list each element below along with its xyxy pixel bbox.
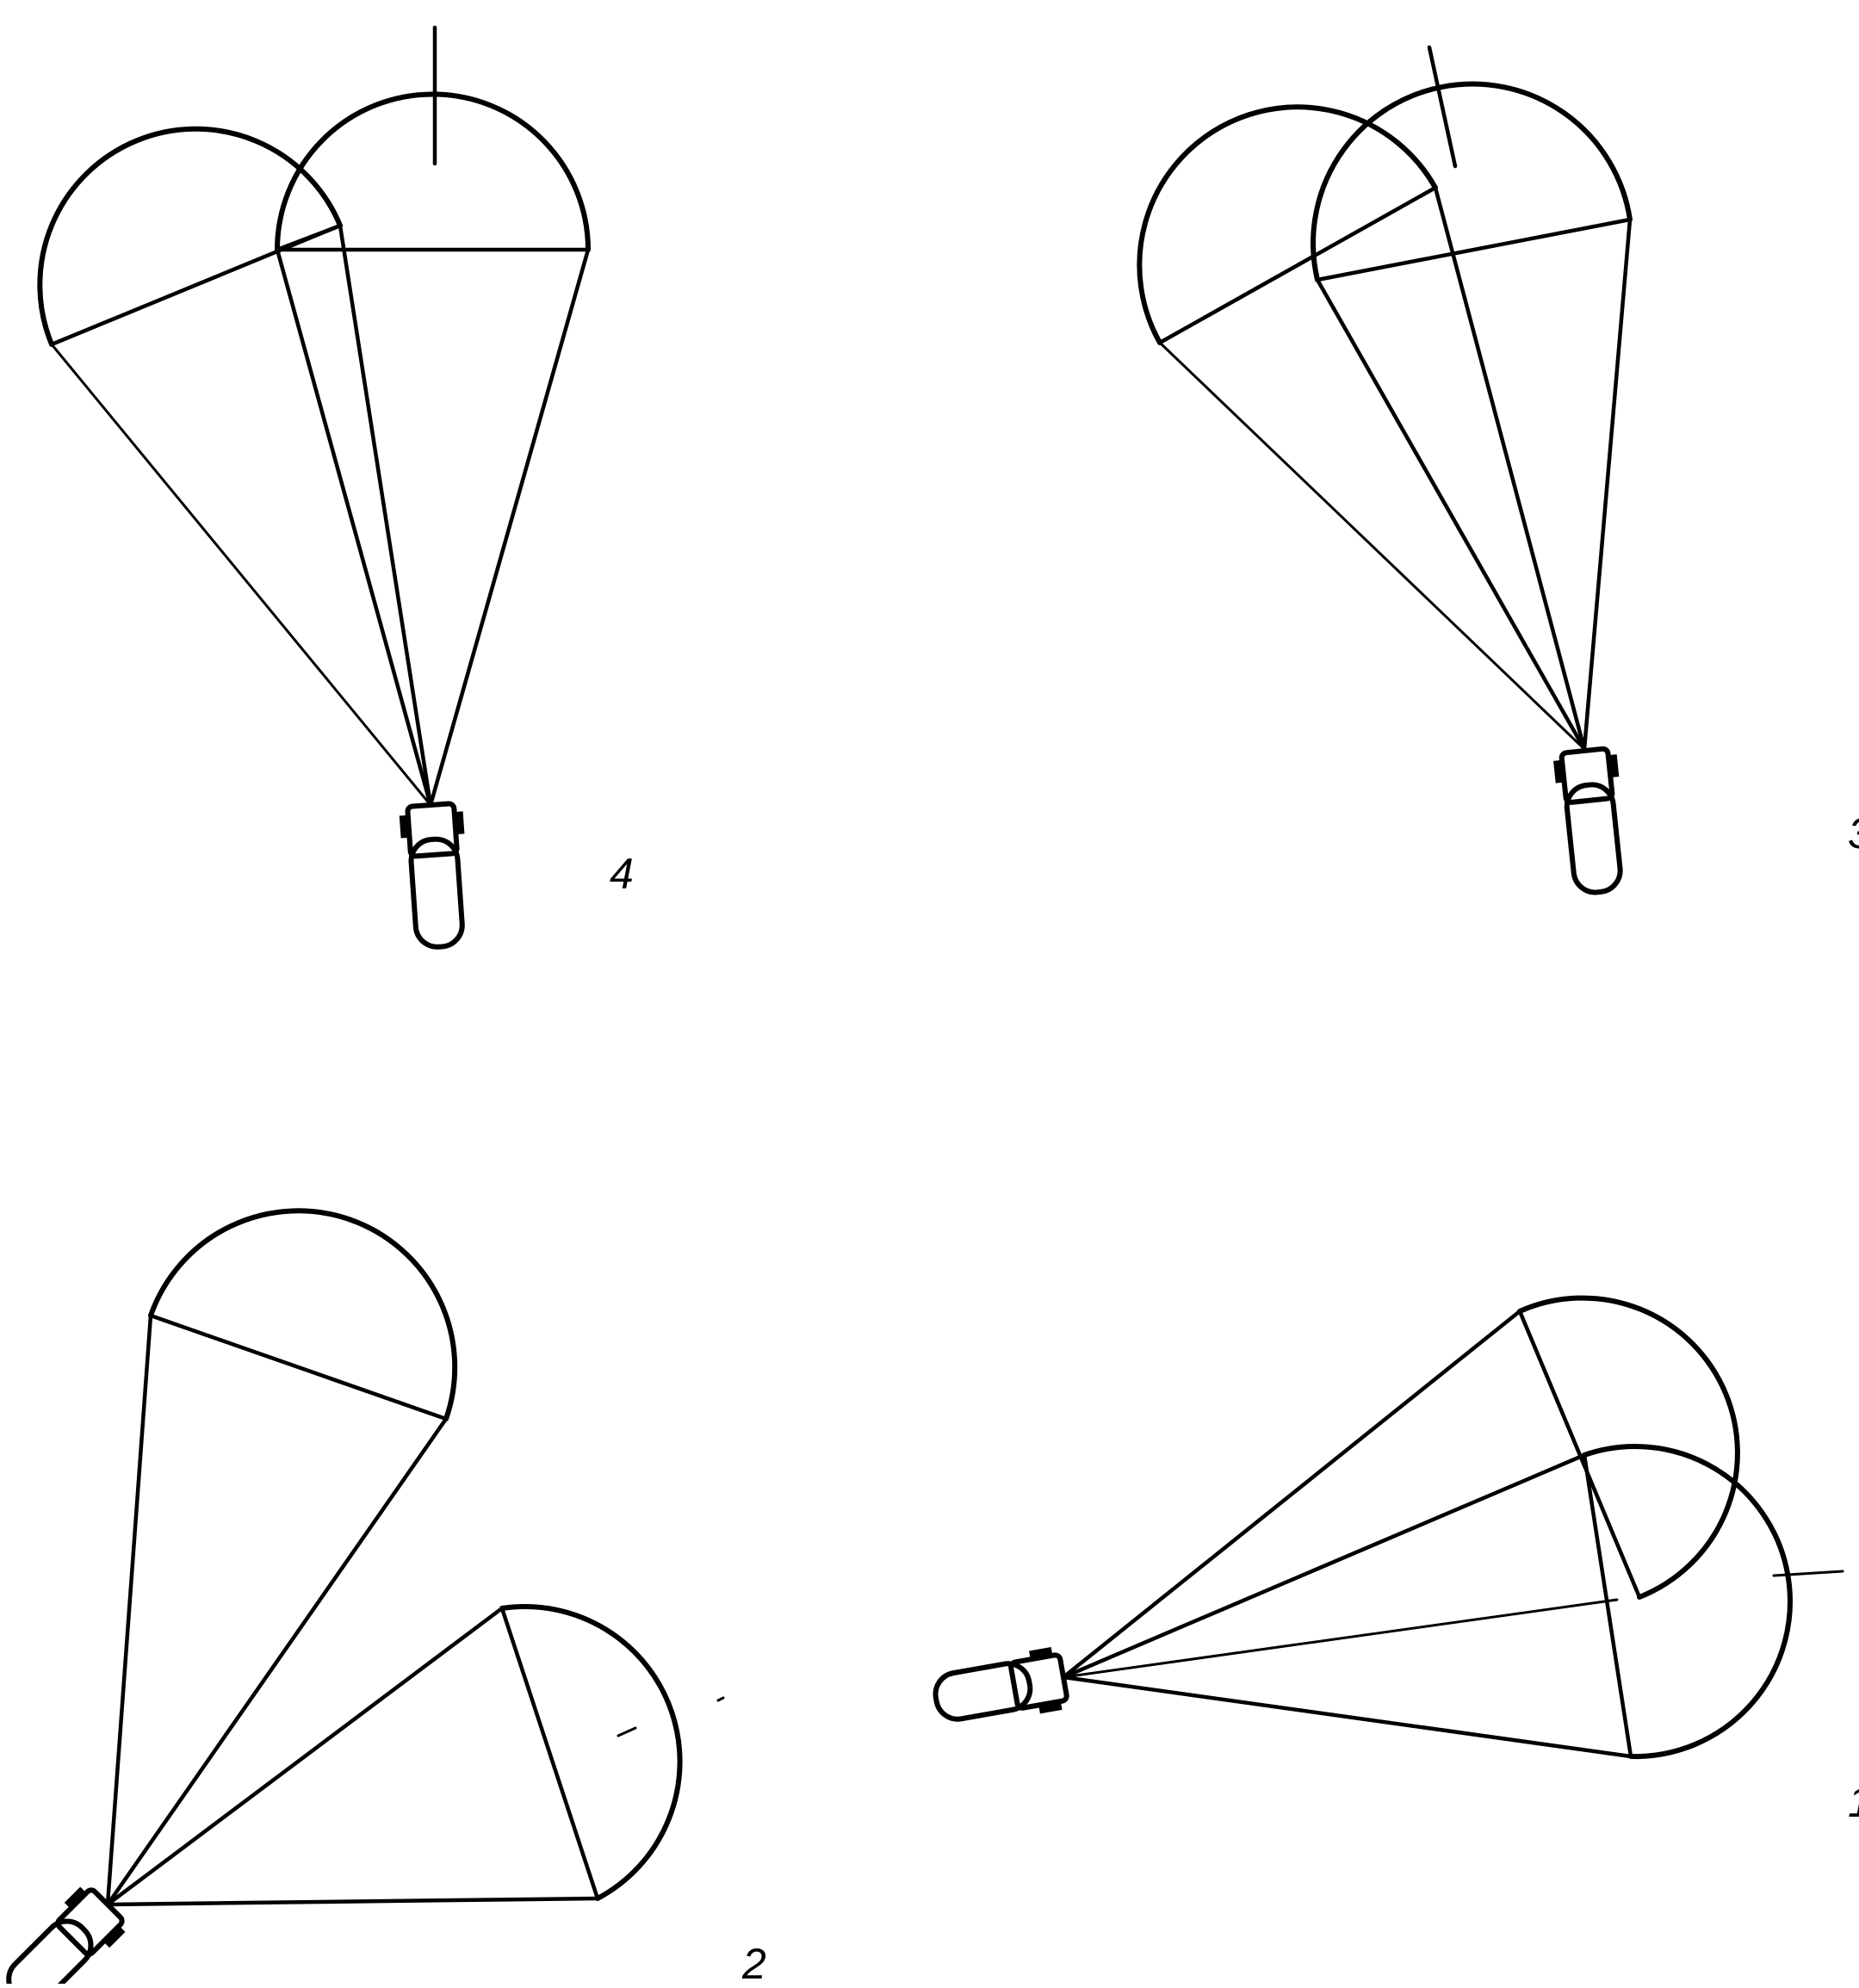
figure-number-label: 3	[1848, 809, 1859, 858]
panel-4: 4	[37, 25, 634, 950]
left-canopy-rim	[1157, 185, 1438, 345]
suspension-line	[428, 247, 591, 808]
left-canopy-dome	[1137, 104, 1438, 345]
suspension-line	[105, 1416, 449, 1907]
suspension-line	[338, 223, 433, 808]
figure-number-label: 2	[741, 1940, 766, 1984]
suspension-line	[1061, 1675, 1633, 1759]
upper-canopy-dome	[148, 1208, 458, 1421]
suspension-line	[1061, 1452, 1587, 1680]
payload-container	[933, 1646, 1069, 1722]
payload-container	[6, 1886, 126, 1988]
lower-canopy-dome	[499, 1604, 683, 1901]
lower-canopy-rim	[1582, 1452, 1633, 1759]
figure-number-label: 4	[610, 850, 634, 898]
panel-3: 3	[1137, 45, 1859, 895]
left-canopy-dome	[37, 126, 343, 347]
axis-mark	[617, 1726, 637, 1737]
payload-container	[399, 801, 465, 950]
lower-canopy-dome	[1582, 1444, 1793, 1760]
axis-mark	[716, 1696, 725, 1702]
panel-1: 1	[933, 1295, 1859, 1826]
right-canopy-dome	[275, 91, 591, 252]
suspension-line	[1582, 217, 1633, 752]
upper-canopy-rim	[148, 1313, 449, 1421]
suspension-line	[105, 1313, 153, 1907]
axis-mark	[1427, 45, 1458, 169]
suspension-line	[1433, 185, 1587, 752]
suspension-line	[1158, 341, 1586, 751]
right-canopy-rim	[1315, 217, 1633, 282]
right-canopy-dome	[1311, 81, 1633, 282]
suspension-line	[275, 247, 433, 808]
upper-canopy-rim	[1517, 1309, 1642, 1600]
suspension-line	[1315, 277, 1587, 752]
suspension-line	[105, 1896, 600, 1907]
suspension-line	[50, 343, 432, 807]
suspension-line	[105, 1606, 505, 1907]
suspension-line	[1062, 1598, 1619, 1679]
right-canopy-inner-edge	[275, 223, 343, 252]
panel-2: 2	[6, 1208, 766, 1988]
payload-container	[1553, 746, 1623, 895]
suspension-line	[1061, 1309, 1522, 1680]
upper-canopy-dome	[1517, 1295, 1740, 1600]
figure-number-label: 1	[1848, 1778, 1859, 1826]
axis-mark	[1772, 1570, 1844, 1577]
lower-canopy-rim	[499, 1606, 600, 1901]
